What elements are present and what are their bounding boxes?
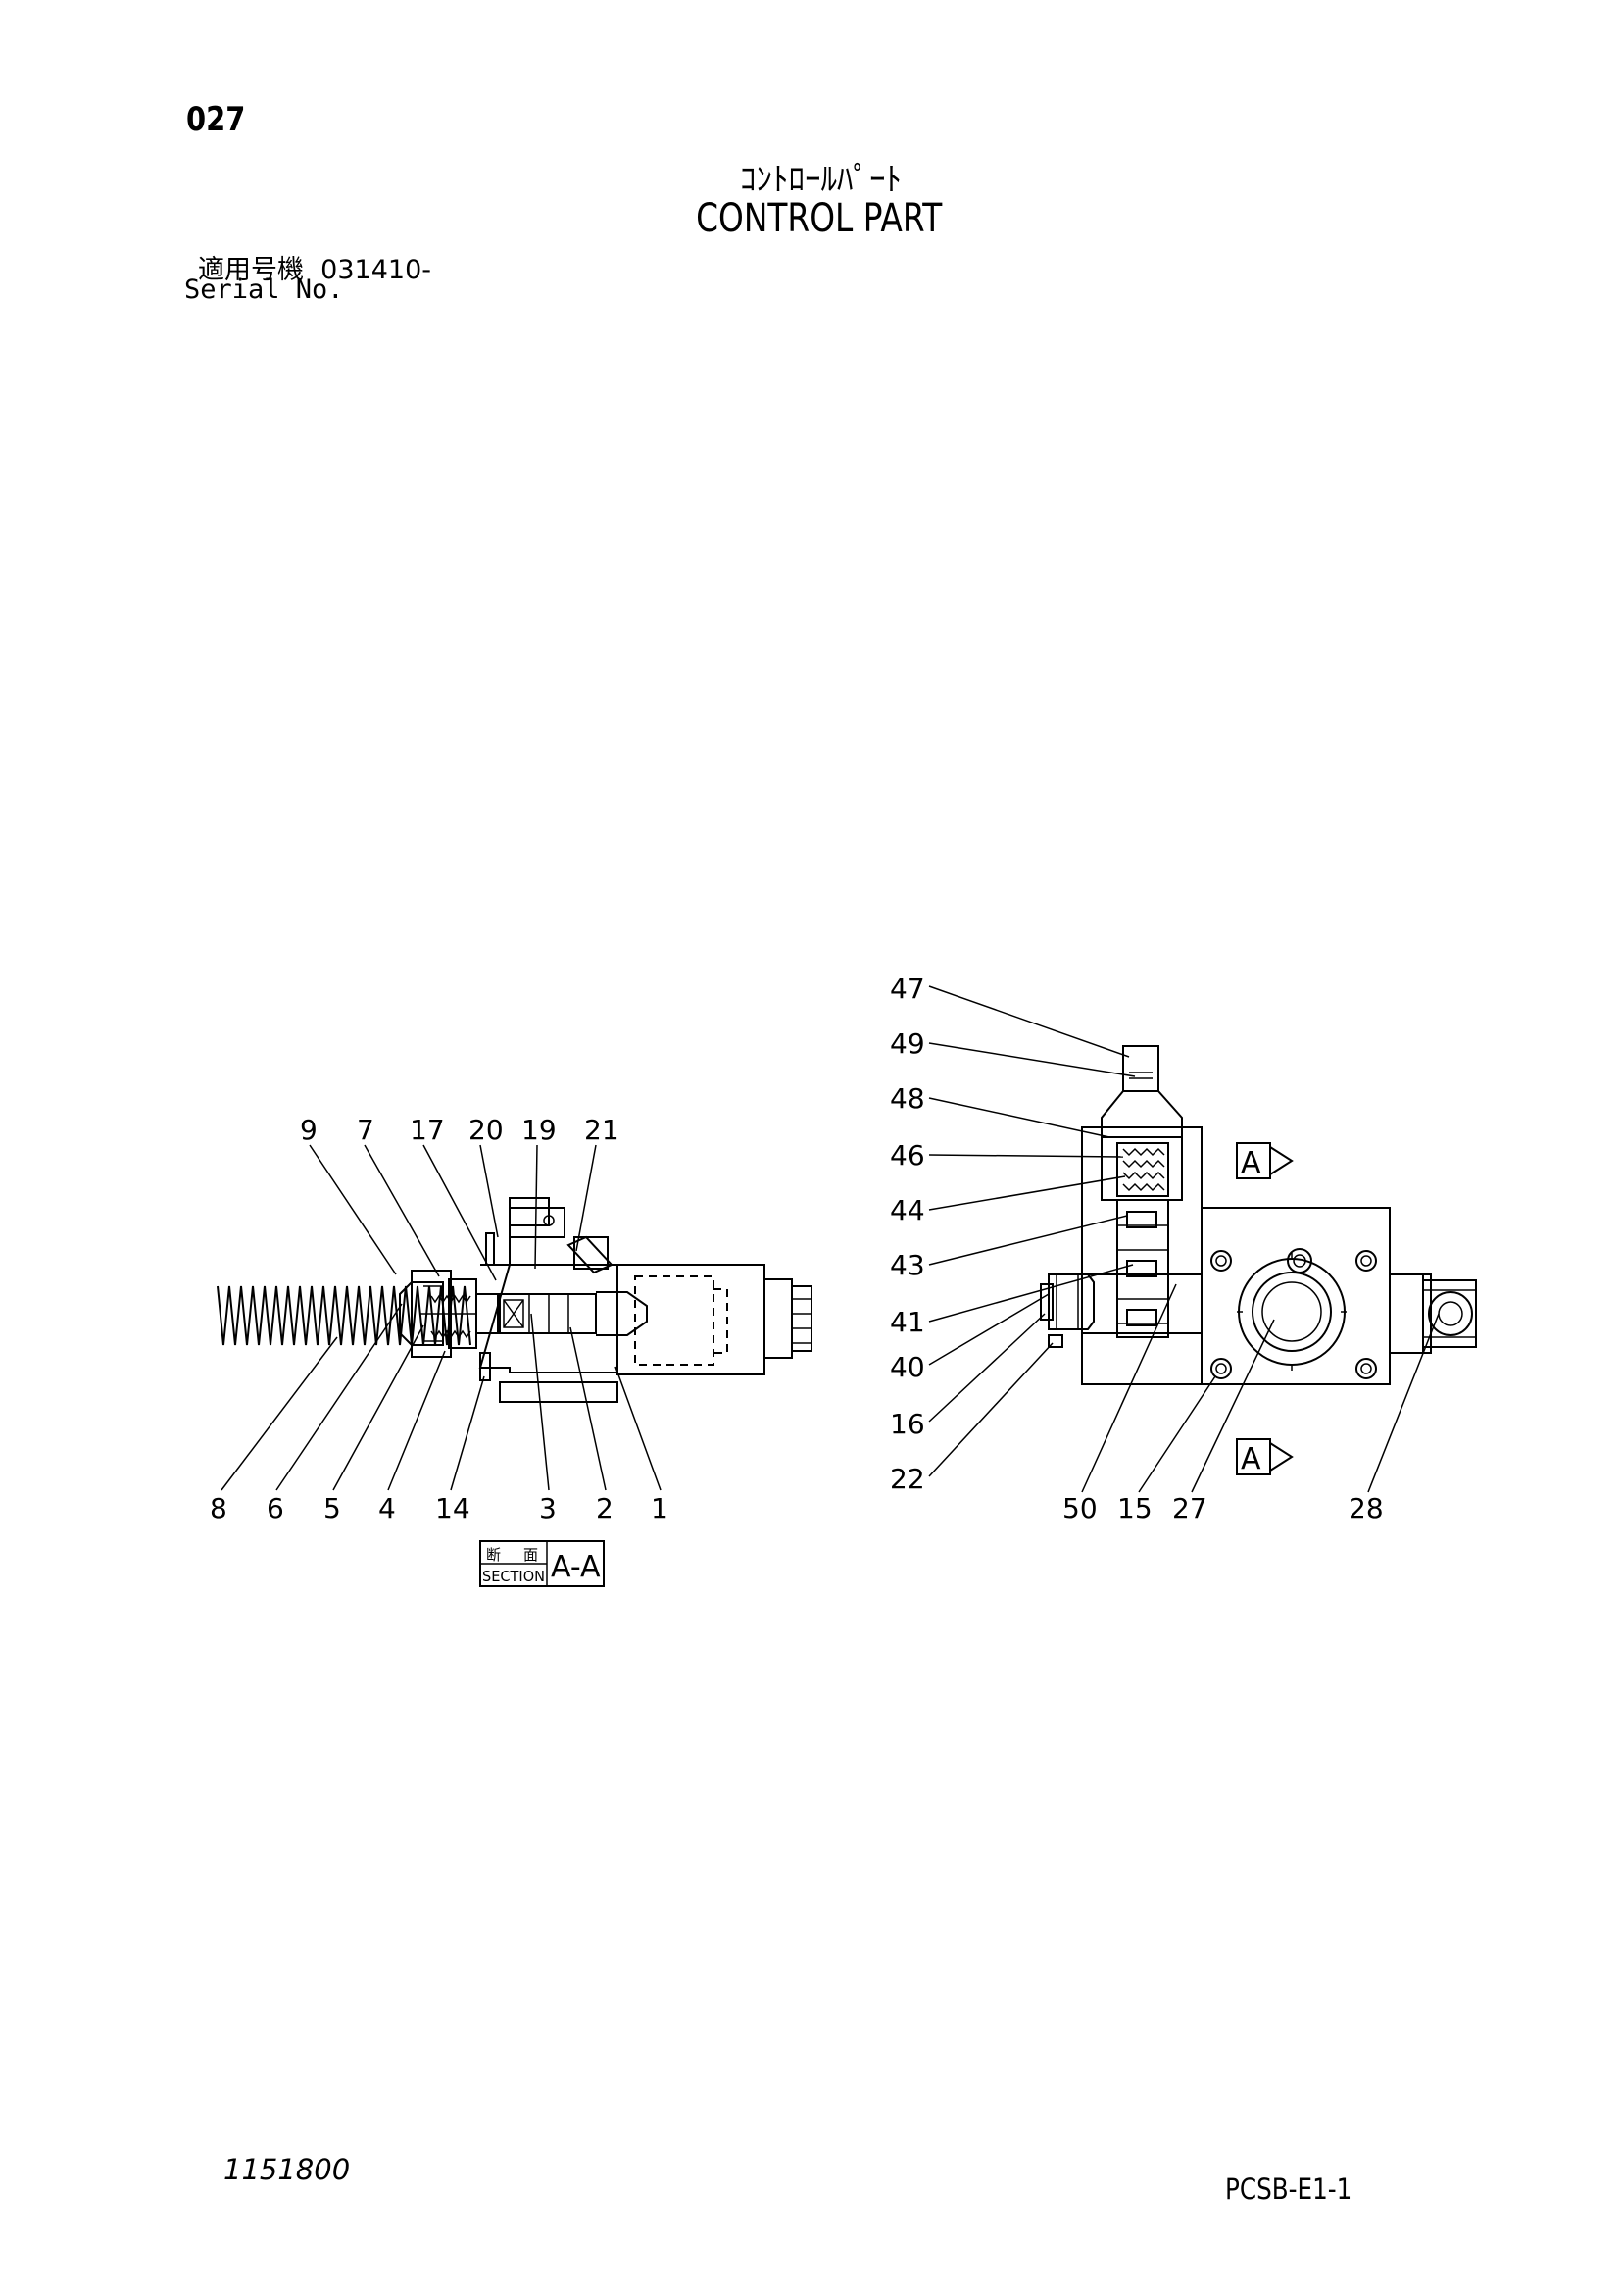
callout-16: 16 [890,1408,925,1440]
callout-22: 22 [890,1463,925,1495]
serial-label-english: Serial No. [184,275,344,305]
callout-1: 1 [651,1492,668,1524]
callout-44: 44 [890,1194,925,1226]
document-number: 1151800 [223,2153,351,2186]
page-code: PCSB-E1-1 [1225,2172,1352,2206]
callout-20: 20 [468,1114,504,1146]
callout-17: 17 [410,1114,445,1146]
serial-value: 031410- [320,255,431,285]
right-assembly-view: A A [1040,1045,1477,1476]
callout-48: 48 [890,1082,925,1115]
right-view-leaders [928,985,1440,1493]
callout-19: 19 [521,1114,557,1146]
serial-line: 適用号機 031410- [198,248,431,286]
callout-5: 5 [323,1492,341,1524]
callout-27: 27 [1172,1492,1207,1524]
callout-8: 8 [210,1492,227,1524]
right-view-callouts: 47 49 48 46 44 43 41 40 16 22 50 15 27 2… [890,973,1384,1524]
spring-part-8 [217,1285,471,1346]
callout-3: 3 [539,1492,557,1524]
left-view-callouts: 9 7 17 20 19 21 8 6 5 4 14 3 2 1 [210,1114,668,1524]
section-label-box: 断 面 SECTION A-A [479,1540,605,1587]
callout-4: 4 [378,1492,396,1524]
serial-label-japanese: 適用号機 [198,255,304,285]
section-view-label: A-A [551,1550,601,1584]
callout-47: 47 [890,973,925,1005]
page-number: 027 [186,100,246,139]
callout-9: 9 [300,1114,318,1146]
callout-40: 40 [890,1351,925,1383]
callout-6: 6 [267,1492,284,1524]
callout-14: 14 [435,1492,470,1524]
callout-2: 2 [596,1492,614,1524]
callout-15: 15 [1117,1492,1153,1524]
callout-43: 43 [890,1249,925,1281]
callout-21: 21 [584,1114,619,1146]
callout-28: 28 [1349,1492,1384,1524]
callout-41: 41 [890,1306,925,1338]
callout-49: 49 [890,1027,925,1060]
svg-text:断: 断 [486,1546,501,1564]
left-section-view [217,1197,812,1403]
left-view-leaders [221,1144,662,1491]
callout-50: 50 [1062,1492,1098,1524]
svg-text:SECTION: SECTION [482,1568,545,1585]
callout-46: 46 [890,1139,925,1172]
callout-7: 7 [357,1114,374,1146]
title-japanese: ｺﾝﾄﾛｰﾙﾊﾟｰﾄ [740,160,902,198]
svg-text:面: 面 [523,1546,538,1564]
view-marker-bottom: A [1241,1442,1261,1476]
view-marker-top: A [1241,1146,1261,1180]
page-title: CONTROL PART [696,196,943,241]
